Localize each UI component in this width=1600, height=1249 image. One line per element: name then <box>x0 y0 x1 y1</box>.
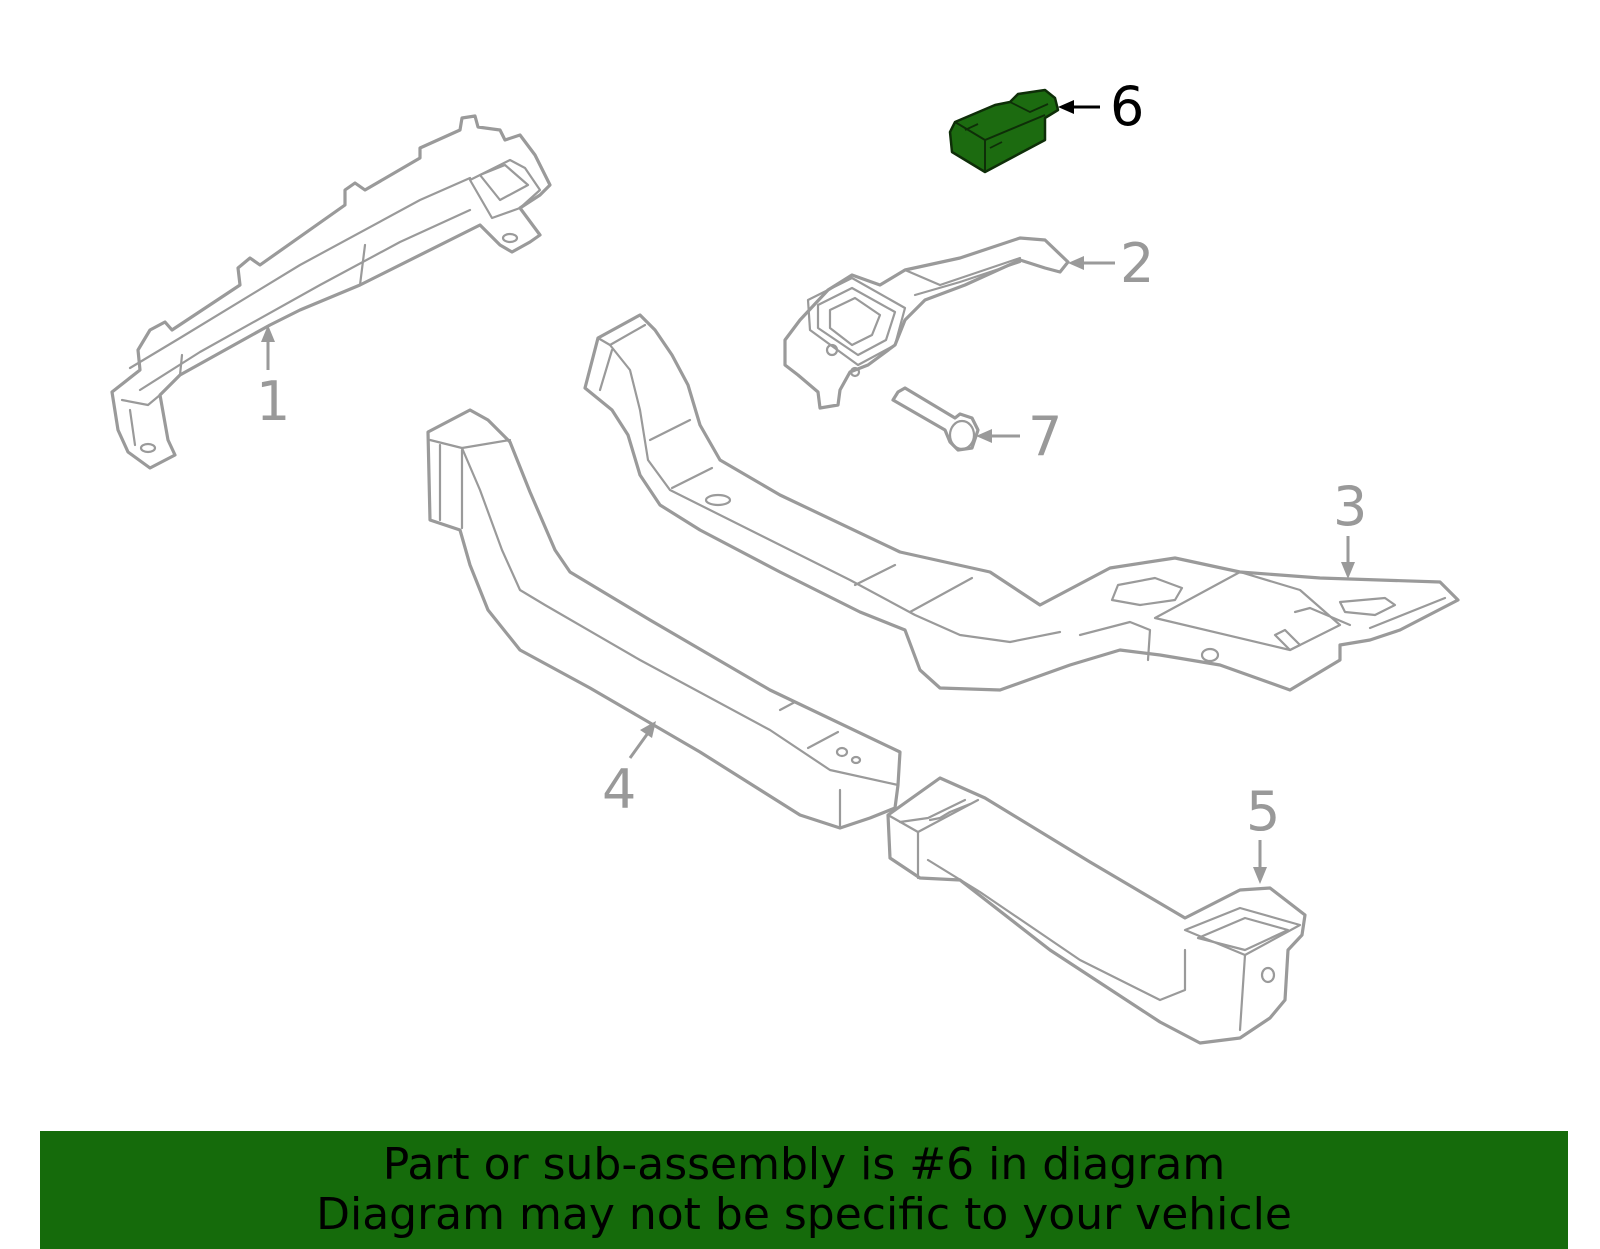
arrow-4 <box>640 721 656 738</box>
banner-line-1: Part or sub-assembly is #6 in diagram <box>382 1139 1226 1190</box>
callout-4[interactable]: 4 <box>602 758 636 821</box>
callout-2[interactable]: 2 <box>1120 232 1154 295</box>
part-2-duct[interactable] <box>783 236 1070 410</box>
banner-line-2: Diagram may not be specific to your vehi… <box>316 1189 1292 1240</box>
part-7-clip[interactable] <box>891 386 980 452</box>
arrow-6 <box>1058 100 1074 114</box>
arrow-3 <box>1341 562 1355 579</box>
part-6-module[interactable] <box>948 88 1060 174</box>
part-3-duct[interactable] <box>583 313 1460 692</box>
info-banner: Part or sub-assembly is #6 in diagram Di… <box>40 1131 1568 1249</box>
callout-3[interactable]: 3 <box>1333 475 1367 538</box>
arrow-2 <box>1068 256 1084 270</box>
callout-5[interactable]: 5 <box>1246 780 1280 843</box>
part-1-duct[interactable] <box>110 114 552 470</box>
arrow-7 <box>976 429 992 443</box>
leader-4 <box>628 732 650 759</box>
parts-diagram: 1 6 2 7 <box>110 75 1460 1045</box>
part-4-duct[interactable] <box>426 408 902 830</box>
callout-6[interactable]: 6 <box>1110 75 1144 138</box>
callout-7[interactable]: 7 <box>1028 405 1062 468</box>
part-5-duct[interactable] <box>886 776 1307 1045</box>
arrow-1 <box>261 325 275 342</box>
arrow-5 <box>1253 867 1267 884</box>
callout-1[interactable]: 1 <box>256 370 290 433</box>
